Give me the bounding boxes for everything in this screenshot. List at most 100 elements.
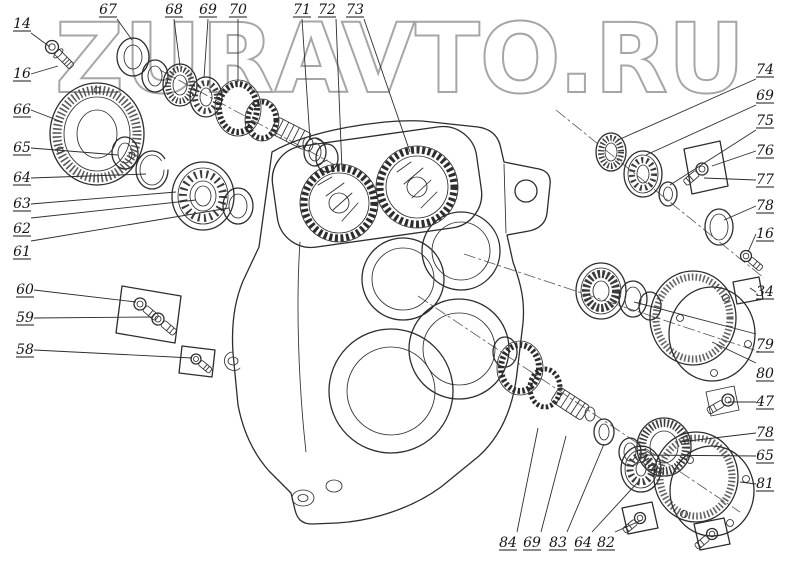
leader-line	[645, 104, 757, 156]
lock-plate-76	[683, 140, 729, 195]
bearing-cover-66	[49, 82, 145, 186]
seal-67	[116, 37, 150, 77]
leader-line	[703, 177, 757, 181]
leader-line	[749, 287, 757, 293]
output-shaft-84	[492, 336, 596, 422]
leader-line	[30, 147, 119, 156]
bolt-82-plate	[621, 501, 659, 535]
leader-line	[739, 481, 757, 485]
leader-line	[30, 207, 230, 242]
leader-line	[301, 18, 311, 141]
leader-line	[30, 65, 59, 75]
leader-line	[641, 454, 757, 457]
part-number-label: 71	[293, 2, 311, 18]
leader-line	[33, 289, 137, 303]
ring-upper	[141, 59, 169, 93]
leader-lines	[30, 18, 757, 533]
part-number-label: 72	[318, 2, 336, 18]
leader-line	[669, 129, 757, 186]
part-number-label: 82	[597, 535, 615, 551]
gear-73	[375, 145, 459, 229]
leader-line	[566, 443, 605, 533]
bolt-plate-lower-right	[693, 517, 731, 551]
leader-line	[617, 78, 757, 141]
bolt-14-16	[44, 39, 74, 69]
part-number-label: 66	[13, 102, 31, 118]
lock-plate-58	[178, 345, 216, 378]
ring-61	[222, 187, 254, 225]
part-number-label: 69	[756, 88, 774, 104]
part-number-label: 77	[756, 172, 774, 188]
watermark-text: ZURAVTO.RU	[55, 3, 745, 115]
part-number-label: 80	[756, 366, 774, 382]
leader-line	[30, 199, 197, 219]
leader-line	[516, 427, 539, 533]
part-number-label: 60	[16, 282, 34, 298]
leader-line	[33, 349, 193, 359]
gear-72	[299, 163, 379, 243]
bolt-16-right	[739, 249, 763, 271]
snap-ring-64	[135, 150, 169, 190]
part-number-label: 65	[13, 140, 31, 156]
bearing-74	[595, 132, 627, 172]
part-number-label: 67	[99, 2, 117, 18]
bushing-71	[303, 137, 339, 173]
part-number-label: 78	[756, 425, 774, 441]
leader-line	[711, 341, 757, 364]
leader-line	[591, 481, 639, 533]
leader-line	[30, 32, 51, 48]
leader-line	[363, 18, 411, 153]
bolt-82	[622, 511, 647, 534]
leader-line	[679, 432, 757, 443]
bolt-47	[706, 393, 735, 415]
bearing-62-63	[171, 161, 235, 231]
leader-line	[723, 205, 757, 221]
leader-line	[711, 150, 757, 167]
gearbox-housing	[223, 120, 551, 525]
part-number-label: 65	[756, 448, 774, 464]
bolt-lower-right	[694, 527, 719, 550]
part-number-label: 64	[574, 535, 592, 551]
leader-line	[30, 173, 147, 179]
cover-80	[649, 270, 756, 382]
bolt-77	[683, 162, 709, 186]
part-number-label: 59	[16, 310, 34, 326]
bolt-58	[190, 353, 213, 374]
part-number-label: 16	[13, 66, 31, 82]
part-number-label: 79	[756, 337, 774, 353]
leader-line	[116, 18, 133, 41]
leader-line	[614, 519, 643, 533]
part-number-label: 69	[523, 535, 541, 551]
washer-75	[658, 181, 678, 207]
bearing-79	[575, 262, 627, 320]
part-number-label: 58	[16, 342, 34, 358]
part-number-label: 70	[229, 2, 247, 18]
part-number-label: 47	[755, 394, 774, 410]
leader-line	[30, 191, 177, 205]
leader-line	[30, 109, 63, 123]
bearing-69-right	[623, 150, 663, 198]
part-number-label: 61	[13, 244, 31, 260]
leader-line	[173, 18, 181, 67]
bolt-59	[151, 312, 177, 336]
ring-83	[593, 418, 615, 446]
part-number-label: 63	[13, 196, 31, 212]
ring-78-right	[704, 208, 734, 246]
part-number-label: 81	[756, 476, 774, 492]
part-number-label: 83	[549, 535, 567, 551]
leader-line	[335, 18, 343, 171]
part-number-label: 75	[756, 113, 774, 129]
part-number-label: 16	[756, 226, 774, 242]
leader-line	[633, 301, 757, 335]
part-number-label: 84	[499, 535, 517, 551]
leader-line	[540, 435, 567, 533]
cover-81	[653, 431, 755, 537]
part-number-label: 62	[13, 221, 31, 237]
bolt-47-plate	[705, 385, 740, 417]
part-number-label: 73	[346, 2, 364, 18]
part-number-label: 74	[756, 62, 774, 78]
part-number-label: 14	[13, 16, 31, 32]
